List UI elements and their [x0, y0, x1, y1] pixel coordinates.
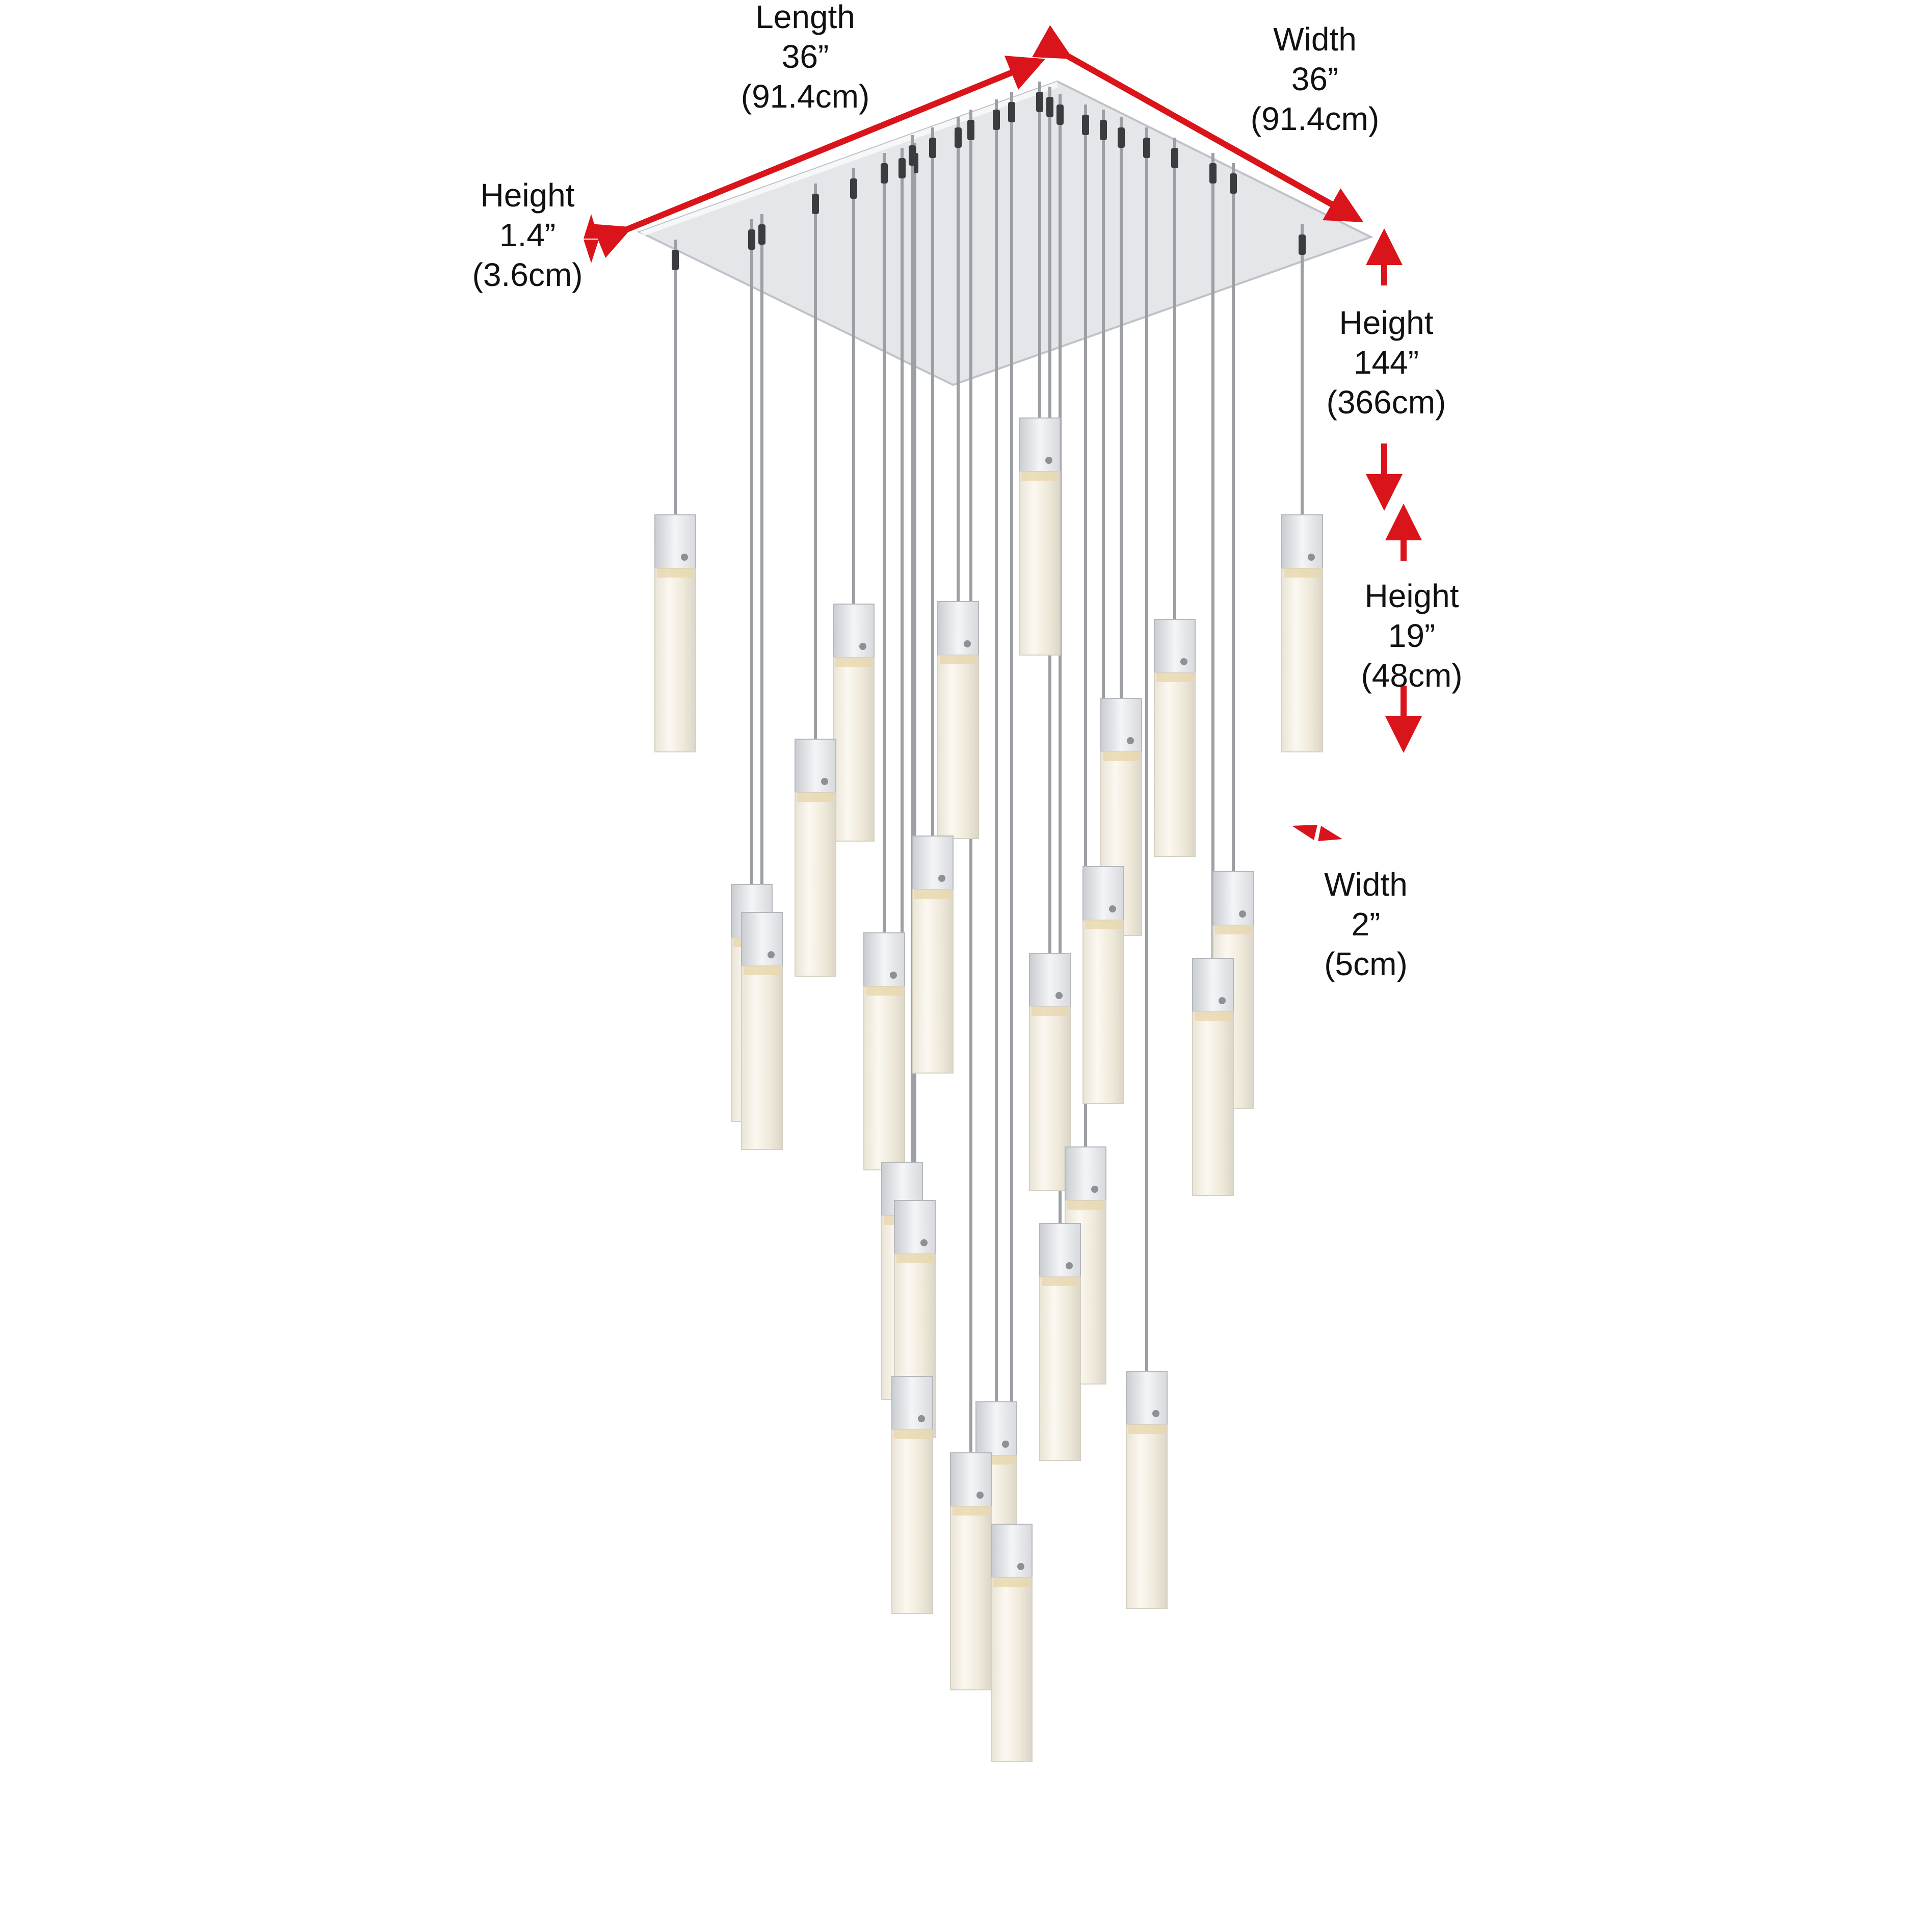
canopy-height-imperial: 1.4” [499, 217, 556, 253]
pendant-width-imperial: 2” [1351, 906, 1381, 943]
overall-height-metric: (366cm) [1326, 384, 1446, 421]
length-title: Length [755, 0, 855, 35]
overall-height-title: Height [1339, 304, 1434, 341]
width-arrow [1032, 25, 1364, 222]
width-imperial: 36” [1291, 61, 1339, 97]
pendant-height-title: Height [1364, 578, 1459, 614]
crystal-pendants [654, 417, 1323, 1762]
pendant-height-imperial: 19” [1388, 617, 1436, 654]
width-dimension-label: Width 36” (91.4cm) [1208, 19, 1422, 139]
pendant-width-title: Width [1324, 866, 1408, 903]
pendant-height-label: Height 19” (48cm) [1335, 576, 1488, 695]
canopy-height-metric: (3.6cm) [472, 256, 583, 293]
length-dimension-label: Length 36” (91.4cm) [698, 0, 912, 116]
pendant-height-metric: (48cm) [1361, 657, 1463, 694]
length-arrow [591, 56, 1046, 258]
length-imperial: 36” [781, 38, 829, 75]
width-metric: (91.4cm) [1250, 100, 1380, 137]
pendant-width-metric: (5cm) [1324, 946, 1408, 982]
pendant-width-label: Width 2” (5cm) [1300, 865, 1432, 984]
canopy-height-title: Height [480, 177, 575, 214]
length-metric: (91.4cm) [741, 78, 870, 115]
pendant-width-arrow [1292, 825, 1342, 841]
canopy-height-label: Height 1.4” (3.6cm) [448, 175, 606, 295]
canopy-height-arrow [584, 214, 599, 263]
overall-height-imperial: 144” [1353, 344, 1419, 381]
width-title: Width [1273, 21, 1357, 58]
overall-height-label: Height 144” (366cm) [1305, 303, 1468, 422]
